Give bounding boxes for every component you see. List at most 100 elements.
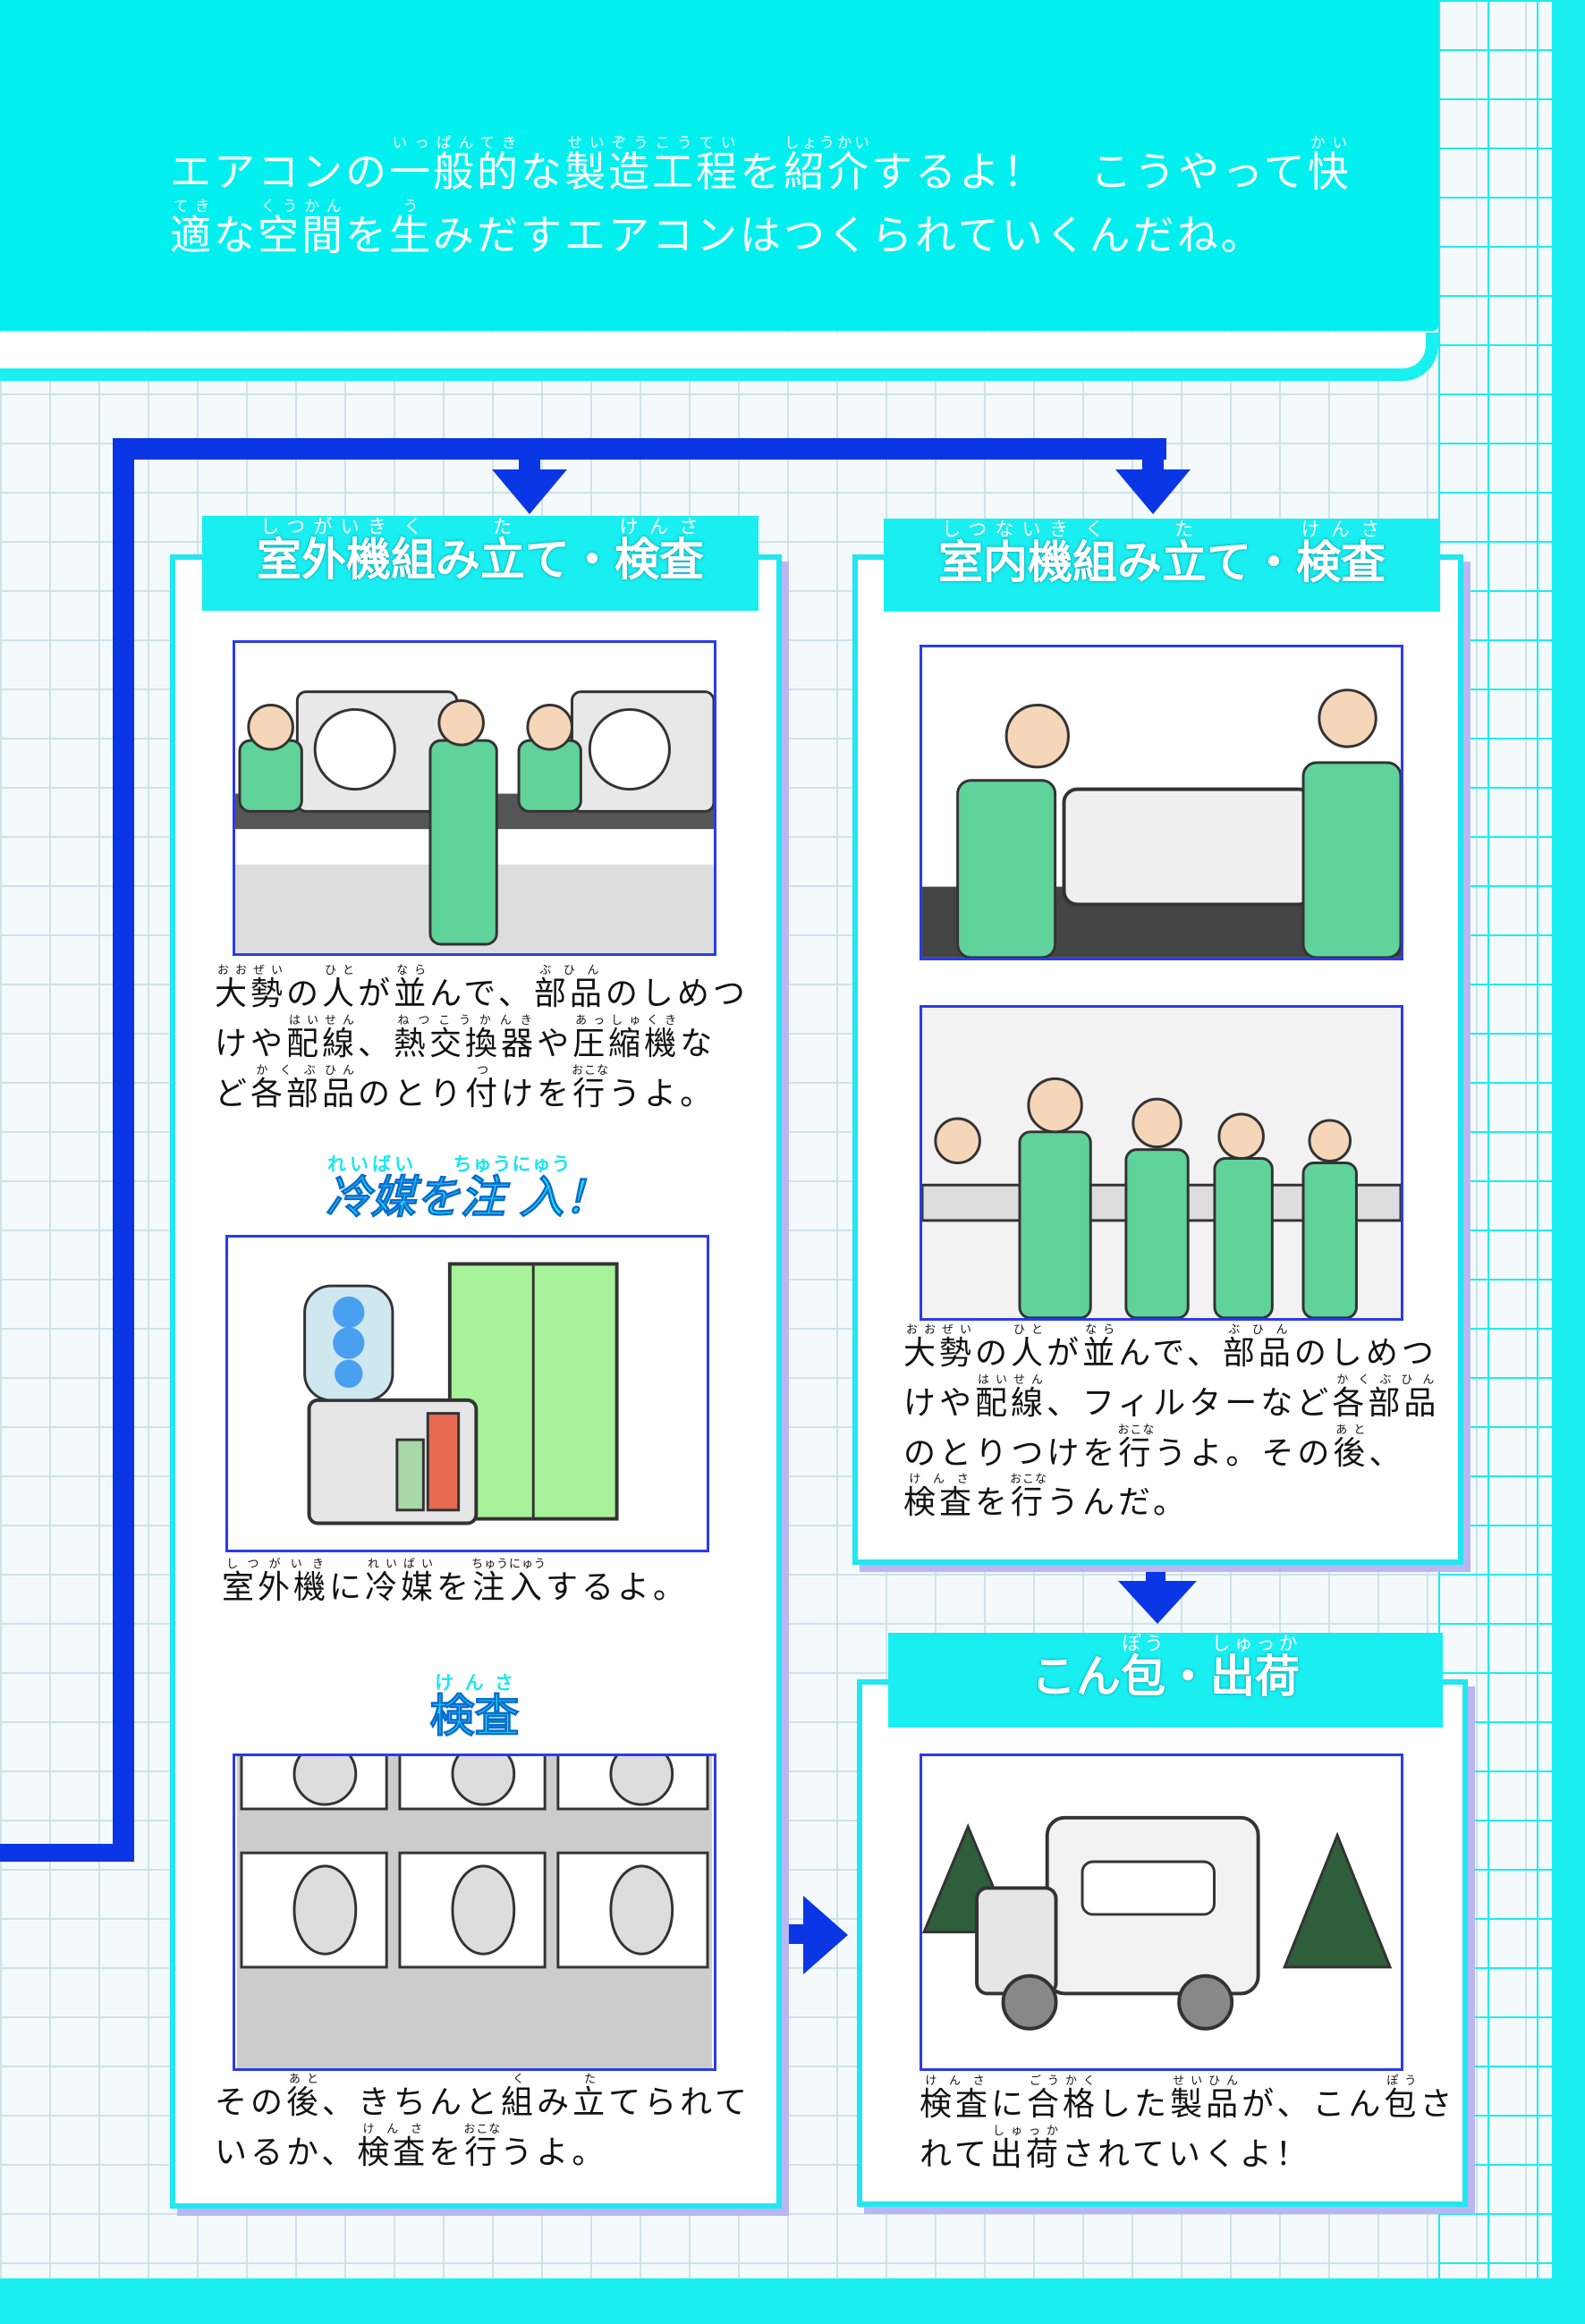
text-segment: のとりつけを	[903, 1434, 1119, 1472]
text-segment: を	[437, 1569, 473, 1606]
furigana-word: 配線はいせん	[975, 1373, 1047, 1422]
furigana-word: 室外機しつがいき	[222, 1558, 330, 1606]
furigana-word: 各部品かくぶひん	[1332, 1373, 1440, 1422]
furigana-reading: れいばい	[326, 1154, 416, 1175]
text-segment: が	[1047, 1335, 1083, 1372]
furigana-word: 冷媒れいばい	[326, 1154, 416, 1224]
text-segment: てられているか、	[215, 2084, 751, 2171]
furigana-reading: おこな	[1010, 1473, 1047, 1487]
furigana-reading: てき	[170, 198, 214, 215]
furigana-word: 検査けんさ	[920, 2075, 992, 2123]
furigana-reading: おおぜい	[903, 1323, 975, 1337]
text-segment: 、きちんと	[322, 2084, 502, 2121]
furigana-reading: れいばい	[365, 1558, 437, 1571]
text-segment: を	[740, 148, 784, 196]
furigana-word: 配線はいせん	[286, 1013, 359, 1062]
text-segment: み	[537, 2084, 573, 2121]
text-segment: な	[521, 148, 564, 196]
furigana-word: 適てき	[170, 198, 214, 260]
inspection-description: その後あと、きちんと組くみ立たてられているか、検査けんさを行おこなうよ。	[215, 2073, 751, 2178]
furigana-word: 空間くうかん	[258, 198, 345, 260]
furigana-word: 熱交換器ねつこうかんき	[394, 1013, 538, 1062]
furigana-reading: けんさ	[429, 1672, 520, 1694]
furigana-word: 一般的いっぱんてき	[389, 134, 521, 196]
furigana-word: 各部かくぶ	[250, 1063, 323, 1112]
text-segment: うよ。	[608, 1075, 716, 1112]
furigana-word: 人ひと	[322, 964, 359, 1012]
text-segment: ！	[564, 1171, 609, 1224]
furigana-reading: ねつこうかんき	[394, 1013, 538, 1027]
furigana-reading: けんさ	[1296, 519, 1386, 540]
flow-line-exit	[0, 1844, 134, 1862]
furigana-reading: なら	[1082, 1323, 1119, 1337]
furigana-reading: しゅっか	[989, 2124, 1062, 2138]
furigana-reading: おこな	[463, 2122, 502, 2136]
flow-line-outdoor-to-packing	[778, 1924, 805, 1944]
text-segment: した	[1098, 2086, 1171, 2123]
furigana-word: 検査けんさ	[357, 2122, 429, 2171]
text-segment: ・	[1165, 1651, 1210, 1703]
refrigerant-description: 室外機しつがいきに冷媒れいばいを注入ちゅうにゅうするよ。	[222, 1558, 759, 1613]
packing-title: こん包ぽう・出荷しゅっか	[888, 1633, 1443, 1728]
header-banner	[0, 0, 1438, 331]
indoor-assembly-illustration	[920, 645, 1403, 960]
furigana-word: 行おこな	[1117, 1423, 1156, 1472]
furigana-reading: ひん	[322, 1063, 359, 1077]
furigana-reading: けんさ	[615, 516, 704, 537]
text-segment: に	[991, 2086, 1028, 2123]
text-segment: のとり	[358, 1075, 466, 1112]
text-segment: が	[358, 976, 394, 1012]
furigana-reading: けんさ	[920, 2075, 992, 2088]
furigana-reading: けんさ	[903, 1473, 976, 1487]
furigana-reading: かくぶ	[250, 1063, 323, 1077]
text-segment: に	[329, 1569, 366, 1606]
furigana-word: 部品ぶひん	[1222, 1323, 1294, 1372]
furigana-reading: あと	[1333, 1423, 1369, 1437]
furigana-reading: ぽう	[1384, 2075, 1420, 2088]
furigana-word: 部品ぶひん	[533, 964, 606, 1012]
furigana-reading: ぶひん	[533, 964, 606, 977]
indoor-line-illustration	[920, 1005, 1403, 1321]
text-segment: けを	[501, 1075, 573, 1112]
furigana-word: 冷媒れいばい	[365, 1558, 437, 1606]
furigana-reading: つ	[465, 1063, 502, 1077]
furigana-reading: はいせん	[286, 1013, 359, 1027]
furigana-reading: かくぶひん	[1332, 1373, 1440, 1387]
furigana-reading: た	[1162, 519, 1207, 540]
furigana-reading: ひと	[1011, 1323, 1047, 1337]
furigana-word: 製品せいひん	[1170, 2075, 1242, 2123]
text-segment: み	[1117, 537, 1162, 588]
header-stripe	[0, 333, 1438, 381]
text-segment: や	[537, 1025, 573, 1062]
indoor-assembly-description: 大勢おおぜいの人ひとが並ならんで、部品ぶひんのしめつけや配線はいせん、フィルター…	[903, 1323, 1440, 1528]
text-segment: な	[214, 211, 258, 260]
furigana-word: 快かい	[1307, 134, 1352, 196]
furigana-word: 立た	[480, 516, 525, 586]
furigana-reading: いっぱんてき	[389, 134, 521, 151]
right-border-strip	[1552, 0, 1585, 2324]
furigana-reading: ぶひん	[1222, 1323, 1294, 1337]
refrigerant-illustration	[225, 1235, 709, 1552]
furigana-word: 出荷しゅっか	[1210, 1633, 1300, 1703]
shipping-truck-illustration	[920, 1754, 1403, 2071]
text-segment: するよ！ こうやって	[871, 148, 1308, 196]
furigana-word: 行おこな	[1010, 1473, 1047, 1522]
furigana-reading: く	[391, 516, 436, 537]
text-segment: こん	[1031, 1651, 1121, 1703]
text-segment: の	[286, 976, 323, 1012]
arrow-down-icon	[492, 469, 567, 514]
furigana-reading: かい	[1307, 134, 1352, 151]
furigana-word: 紹介しょうかい	[784, 134, 871, 196]
furigana-word: 並なら	[1082, 1323, 1119, 1372]
inspection-illustration	[233, 1754, 716, 2071]
text-segment: のしめつけや	[215, 976, 749, 1062]
furigana-word: 後あと	[286, 2073, 323, 2121]
packing-description: 検査けんさに合格ごうかくした製品せいひんが、こん包ぽうされて出荷しゅっかされてい…	[920, 2075, 1456, 2180]
furigana-reading: た	[480, 516, 525, 537]
furigana-word: 大勢おおぜい	[215, 964, 287, 1012]
furigana-reading: あと	[286, 2073, 323, 2086]
text-segment: その	[215, 2084, 287, 2121]
furigana-word: 並なら	[394, 964, 430, 1012]
furigana-word: 組く	[501, 2073, 538, 2121]
furigana-reading: しつがいき	[222, 1558, 329, 1571]
